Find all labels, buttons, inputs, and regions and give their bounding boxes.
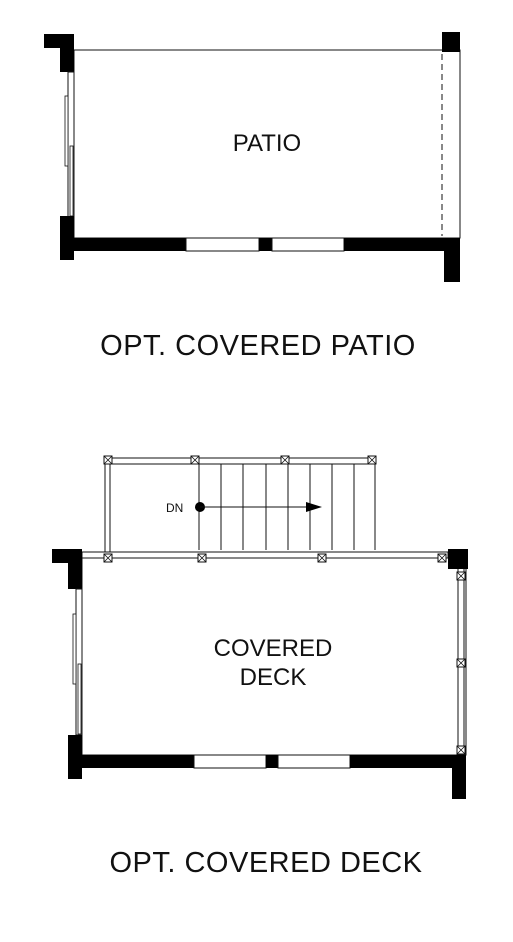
patio-wall-bottom-mid: [259, 238, 272, 251]
deck-wall-bottom-left: [82, 755, 194, 768]
patio-wall-bottom-right: [344, 238, 460, 251]
deck-caption: OPT. COVERED DECK: [109, 847, 422, 879]
deck-post-top-right: [448, 549, 468, 569]
patio-room-label: PATIO: [233, 130, 301, 157]
deck-wall-right-bottom: [452, 755, 466, 799]
deck-railing-top-post-marks: [103, 553, 447, 563]
deck-sliding-door-panel-a: [72, 613, 77, 685]
deck-railing-right-post-marks: [456, 571, 466, 755]
stair-railing-post-marks: [103, 455, 377, 465]
deck-wall-left-bottom: [68, 735, 82, 779]
deck-window-left: [193, 754, 267, 769]
deck-room-label-line2: DECK: [240, 664, 307, 691]
deck-wall-left-top: [68, 549, 82, 589]
patio-wall-left-top: [60, 34, 74, 72]
stair-railing-left: [104, 457, 111, 559]
deck-wall-bottom-mid: [266, 755, 278, 768]
deck-window-right: [277, 754, 351, 769]
stair-railing-top: [104, 457, 376, 465]
patio-wall-bottom-left: [74, 238, 186, 251]
patio-caption: OPT. COVERED PATIO: [100, 330, 416, 362]
patio-window-right: [271, 237, 345, 252]
deck-wall-bottom-right: [350, 755, 466, 768]
stair-dn-label: DN: [166, 501, 183, 515]
patio-wall-left-bottom: [60, 216, 74, 260]
patio-post-top-right: [442, 32, 460, 52]
patio-plan: PATIO: [44, 32, 461, 282]
patio-sliding-door-panel-a: [64, 95, 69, 167]
stair-arrow-head: [306, 502, 322, 512]
patio-wall-right-bottom: [444, 238, 460, 282]
patio-sliding-door-panel-b: [69, 145, 74, 217]
deck-plan: DN: [52, 455, 468, 799]
deck-railing-top: [81, 551, 449, 559]
deck-room-label-line1: COVERED: [214, 635, 333, 662]
patio-window-left: [185, 237, 260, 252]
deck-sliding-door-panel-b: [77, 663, 82, 735]
